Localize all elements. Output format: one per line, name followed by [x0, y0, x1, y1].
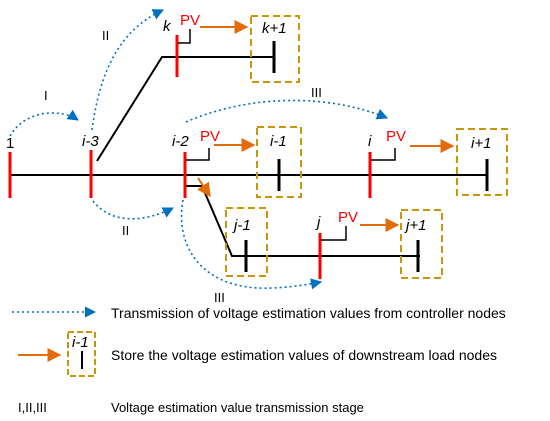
- legend-box-node-label: i-1: [72, 334, 89, 351]
- branch-j: [185, 185, 420, 257]
- legend-stage-symbols: I,II,III: [18, 400, 47, 415]
- store-arrows: [197, 20, 455, 232]
- legend-stage-text: Voltage estimation value transmission st…: [111, 400, 364, 415]
- node-jp1-label: j+1: [404, 217, 426, 234]
- node-i1-label: i-1: [270, 133, 287, 150]
- stage-1-label: I: [44, 88, 48, 103]
- node-kp1-label: k+1: [262, 20, 287, 37]
- arc-stage3-bottom: [180, 199, 323, 290]
- pv-k-label: PV: [180, 12, 200, 29]
- legend-store-text: Store the voltage estimation values of d…: [111, 347, 497, 363]
- pv-i2-label: PV: [200, 128, 220, 145]
- node-i-label: i: [368, 133, 372, 150]
- pv-labels: PV PV PV PV: [180, 12, 406, 226]
- legend: Transmission of voltage estimation value…: [12, 305, 506, 415]
- legend-load-box: [67, 331, 96, 377]
- pv-i2-connector: [186, 148, 210, 161]
- stage-3-top-label: III: [311, 85, 322, 100]
- stage-labels: I II II III III: [44, 28, 322, 305]
- store-arrow-i2-down: [197, 177, 211, 198]
- node-i2-label: i-2: [172, 133, 189, 150]
- legend-transmission-text: Transmission of voltage estimation value…: [111, 305, 506, 321]
- node-i3-label: i-3: [82, 133, 99, 150]
- arc-stage2-top: [91, 9, 165, 131]
- pv-i-label: PV: [386, 128, 406, 145]
- transmission-arcs: [9, 9, 389, 290]
- pv-i-connector: [371, 148, 396, 161]
- arc-stage3-top: [185, 99, 389, 123]
- stage-3-bottom-label: III: [214, 290, 225, 305]
- pv-connections: [178, 29, 396, 241]
- box-i1: [256, 126, 302, 198]
- node-j1-label: j-1: [232, 217, 251, 234]
- arc-stage1: [9, 109, 79, 137]
- pv-j-connector: [321, 226, 347, 241]
- arc-stage2-bottom: [92, 200, 175, 220]
- pv-k-connector: [178, 29, 191, 44]
- box-ip1: [456, 128, 508, 196]
- box-kp1: [250, 15, 300, 83]
- pv-j-label: PV: [338, 209, 358, 226]
- node-labels: 1 i-3 i-2 i-1 i i+1 k k+1 j-1 j j+1: [6, 18, 491, 234]
- stage-2-bottom-label: II: [122, 223, 129, 238]
- node-j-label: j: [315, 214, 321, 231]
- node-1-label: 1: [6, 135, 14, 152]
- node-ip1-label: i+1: [471, 135, 491, 152]
- node-bars: [8, 35, 489, 279]
- stage-2-top-label: II: [102, 28, 109, 43]
- node-k-label: k: [163, 18, 172, 35]
- branch-k: [96, 56, 274, 162]
- load-boxes: [225, 15, 508, 279]
